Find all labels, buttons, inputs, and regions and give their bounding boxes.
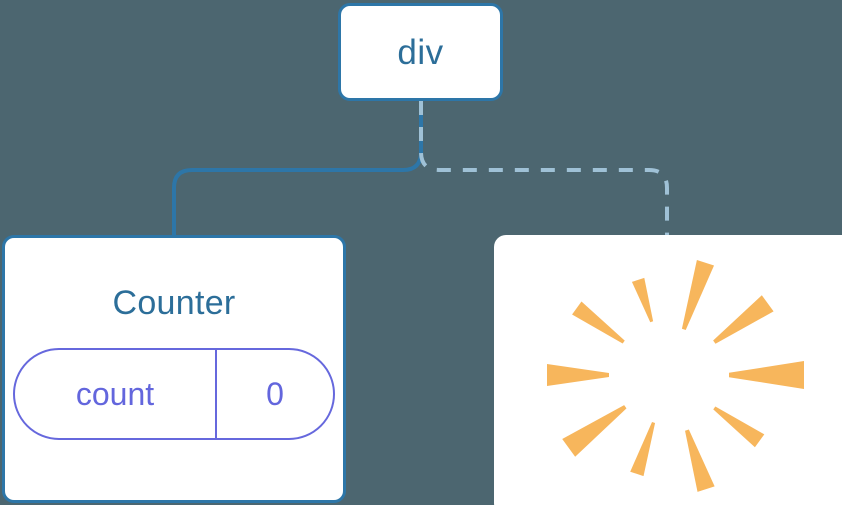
state-pill-divider xyxy=(215,350,217,438)
burst-ray-4 xyxy=(729,361,804,389)
node-div[interactable]: div xyxy=(338,3,503,101)
burst-ray-8 xyxy=(685,429,715,492)
burst-ray-5 xyxy=(547,364,609,386)
state-pill-count[interactable]: count 0 xyxy=(13,348,335,440)
sparkle-burst-icon xyxy=(547,259,804,492)
node-burst[interactable] xyxy=(494,235,842,505)
node-div-title: div xyxy=(397,32,444,72)
burst-ray-7 xyxy=(562,405,627,457)
burst-ray-9 xyxy=(630,422,656,477)
burst-ray-3 xyxy=(572,301,625,344)
burst-ray-0 xyxy=(681,259,715,330)
burst-ray-1 xyxy=(631,277,654,323)
burst-ray-6 xyxy=(713,406,765,448)
burst-ray-2 xyxy=(713,295,774,344)
connector-div-to-counter xyxy=(172,99,423,238)
state-value-label: 0 xyxy=(266,376,284,412)
node-counter-title: Counter xyxy=(112,284,236,322)
node-counter[interactable]: Counter count 0 xyxy=(2,235,346,503)
connector-div-to-burst xyxy=(419,101,669,236)
state-key-label: count xyxy=(75,376,155,412)
